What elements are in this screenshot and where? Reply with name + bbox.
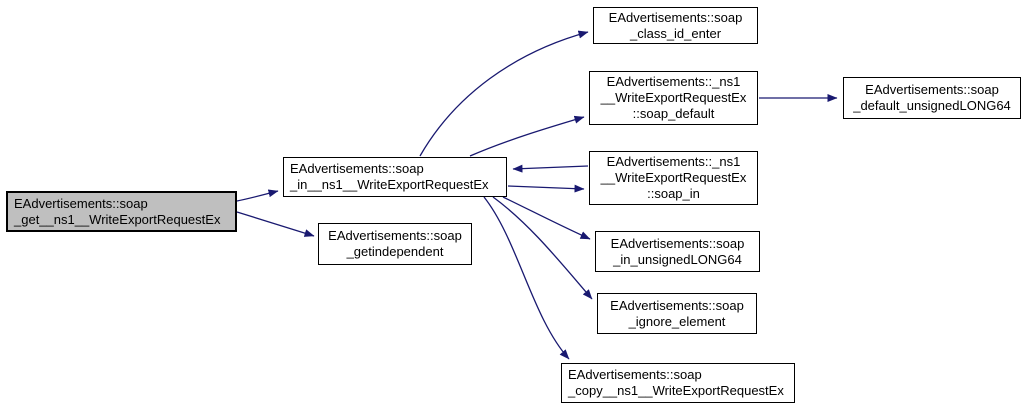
node-label: EAdvertisements::soap _ignore_element — [610, 297, 744, 329]
node-soap-ignore-element[interactable]: EAdvertisements::soap _ignore_element — [597, 293, 757, 334]
node-label: EAdvertisements::soap _getindependent — [328, 228, 462, 259]
edge-in-to-ignore-element — [492, 196, 593, 300]
node-soap-in-ns1-WriteExportRequestEx[interactable]: EAdvertisements::soap _in__ns1__WriteExp… — [283, 157, 507, 197]
node-label: EAdvertisements::_ns1 __WriteExportReque… — [600, 154, 747, 201]
node-ns1-WriteExportRequestEx-soap-default[interactable]: EAdvertisements::_ns1 __WriteExportReque… — [589, 71, 758, 125]
edge-in-to-copy — [483, 196, 570, 360]
edge-in-to-class-id-enter — [419, 30, 589, 157]
node-label: EAdvertisements::_ns1 __WriteExportReque… — [600, 74, 747, 121]
node-soap-get-ns1-WriteExportRequestEx: EAdvertisements::soap _get__ns1__WriteEx… — [6, 191, 237, 232]
node-label: EAdvertisements::soap _copy__ns1__WriteE… — [568, 367, 784, 398]
edge-in-to-soap-default — [469, 115, 585, 157]
node-soap-class-id-enter[interactable]: EAdvertisements::soap _class_id_enter — [593, 7, 758, 44]
node-soap-copy-ns1-WriteExportRequestEx[interactable]: EAdvertisements::soap _copy__ns1__WriteE… — [561, 363, 795, 403]
node-soap-default-unsignedLONG64[interactable]: EAdvertisements::soap _default_unsignedL… — [843, 77, 1021, 119]
edge-soapin-to-in — [512, 164, 589, 173]
node-label: EAdvertisements::soap _in__ns1__WriteExp… — [290, 161, 489, 192]
node-label: EAdvertisements::soap _get__ns1__WriteEx… — [14, 195, 221, 227]
node-label: EAdvertisements::soap _class_id_enter — [608, 9, 743, 41]
edge-get-to-in — [236, 189, 279, 202]
node-ns1-WriteExportRequestEx-soap-in[interactable]: EAdvertisements::_ns1 __WriteExportReque… — [589, 151, 758, 205]
edge-in-to-soapin — [507, 184, 585, 193]
node-soap-in-unsignedLONG64[interactable]: EAdvertisements::soap _in_unsignedLONG64 — [595, 231, 760, 272]
edge-get-to-getindependent — [236, 211, 315, 237]
node-label: EAdvertisements::soap _in_unsignedLONG64 — [610, 235, 745, 267]
node-soap-getindependent[interactable]: EAdvertisements::soap _getindependent — [318, 223, 472, 265]
node-label: EAdvertisements::soap _default_unsignedL… — [853, 82, 1011, 113]
edge-in-to-in-unsignedLONG64 — [502, 196, 591, 240]
